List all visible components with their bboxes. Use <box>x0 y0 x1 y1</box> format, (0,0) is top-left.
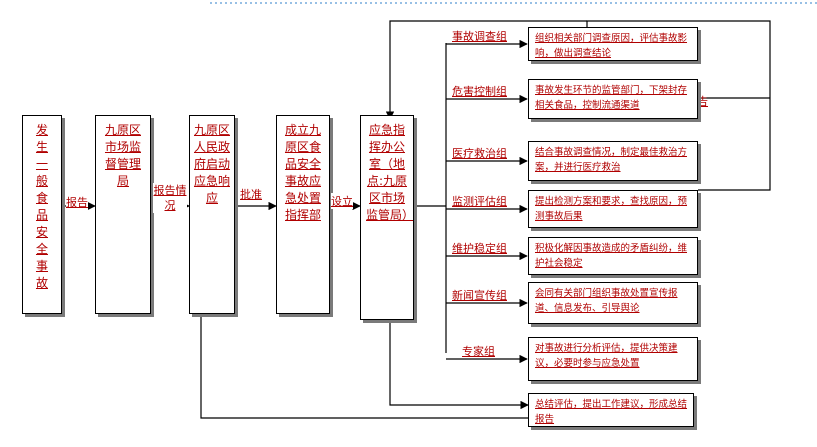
office-box: 应急指挥办公室（地点:九原区市场监管局） <box>360 115 414 320</box>
incident-box: 发生一般食品安全事故 <box>22 115 62 314</box>
edge-label-report-situation: 报告情况 <box>153 183 187 213</box>
group-task-box: 对事故进行分析评估，提供决策建议，必要时参与应急处置 <box>528 337 698 381</box>
group-task-box: 提出检测方案和要求，查找原因，预测事故后果 <box>528 190 698 228</box>
market-bureau-box: 九原区市场监督管理局 <box>95 115 151 314</box>
edge-label-report: 报告 <box>66 194 88 210</box>
arrow-loop-to-office <box>385 20 587 120</box>
group-task-text: 提出检测方案和要求，查找原因，预测事故后果 <box>535 196 688 222</box>
summary-box: 总结评估，提出工作建议，形成总结报告 <box>528 393 694 427</box>
group-name: 危害控制组 <box>452 85 507 98</box>
group-task-box: 组织相关部门调查原因，评估事故影响，做出调查结论 <box>528 27 698 61</box>
group-name: 监测评估组 <box>452 195 507 208</box>
arrow-office-to-summary <box>389 320 529 410</box>
group-task-box: 会同有关部门组织事故处置宣传报道、信息发布、引导舆论 <box>528 282 698 324</box>
incident-label: 发生一般食品安全事故 <box>35 123 48 290</box>
group-name: 专家组 <box>462 345 495 358</box>
hq-box: 成立九原区食品安全事故应急处置指挥部 <box>276 115 330 314</box>
office-label: 应急指挥办公室（地点:九原区市场监管局） <box>366 123 414 222</box>
group-task-text: 会同有关部门组织事故处置宣传报道、信息发布、引导舆论 <box>535 288 678 314</box>
group-task-text: 结合事故调查情况，制定最佳救治方案，并进行医疗救治 <box>535 147 688 173</box>
group-name: 事故调查组 <box>452 30 507 43</box>
group-task-box: 结合事故调查情况，制定最佳救治方案，并进行医疗救治 <box>528 141 698 181</box>
hq-label: 成立九原区食品安全事故应急处置指挥部 <box>284 123 321 222</box>
summary-label: 总结评估，提出工作建议，形成总结报告 <box>535 399 688 425</box>
group-task-text: 对事故进行分析评估，提供决策建议，必要时参与应急处置 <box>535 343 678 369</box>
group-task-text: 组织相关部门调查原因，评估事故影响，做出调查结论 <box>535 33 688 59</box>
group-task-box: 事故发生环节的监管部门，下架封存相关食品，控制流通渠道 <box>528 79 698 119</box>
group-task-box: 积极化解因事故造成的矛盾纠纷，维护社会稳定 <box>528 237 698 275</box>
gov-response-label: 九原区人民政府启动应急响应 <box>193 123 230 205</box>
edge-label-establish: 设立 <box>331 193 353 209</box>
group-task-text: 事故发生环节的监管部门，下架封存相关食品，控制流通渠道 <box>535 85 688 111</box>
arrow-summary-to-gov <box>196 301 528 419</box>
group-name: 医疗救治组 <box>452 147 507 160</box>
gov-response-box: 九原区人民政府启动应急响应 <box>189 115 235 314</box>
market-bureau-label: 九原区市场监督管理局 <box>104 123 141 188</box>
group-name: 维护稳定组 <box>452 242 507 255</box>
edge-label-approve: 批准 <box>240 186 262 202</box>
group-task-text: 积极化解因事故造成的矛盾纠纷，维护社会稳定 <box>535 243 688 269</box>
group-name: 新闻宣传组 <box>452 289 507 302</box>
top-dotted-rule <box>210 2 817 4</box>
